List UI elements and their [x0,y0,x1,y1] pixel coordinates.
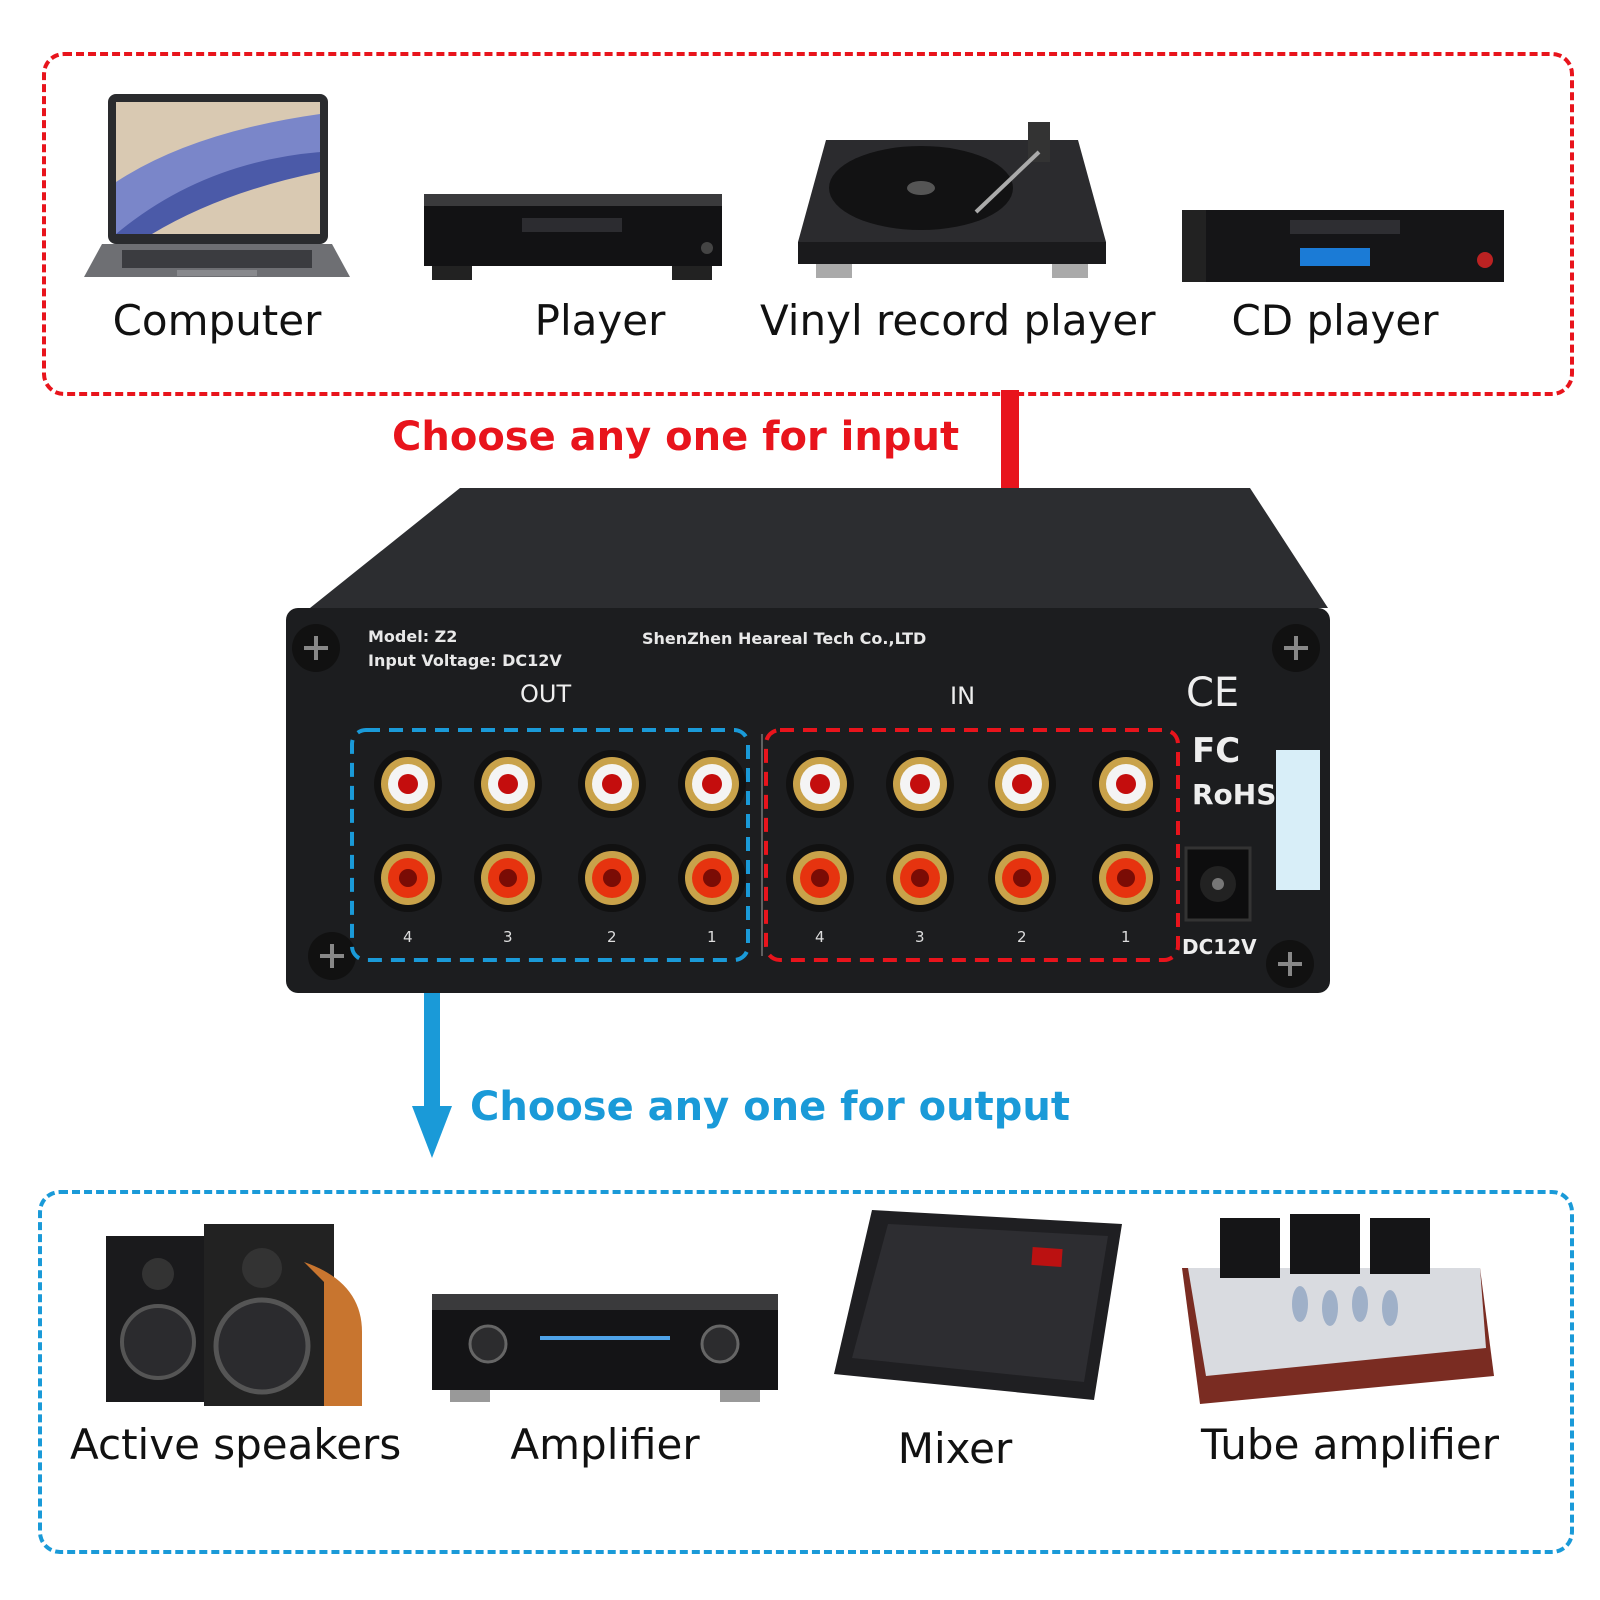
input-rca-red-1[interactable] [1092,844,1160,912]
output-port-number: 4 [403,928,413,946]
input-caption: Choose any one for input [392,414,960,460]
screw-icon [292,624,340,672]
maker-text: ShenZhen Heareal Tech Co.,LTD [642,629,926,648]
input-rca-white-3[interactable] [886,750,954,818]
device-label-mixer: Mixer [897,1424,1013,1473]
device-label-active-speakers: Active speakers [70,1420,402,1469]
out-label: OUT [520,680,571,708]
output-caption: Choose any one for output [470,1084,1070,1130]
output-port-number: 1 [707,928,717,946]
output-ports-frame [350,728,750,962]
input-rca-white-2[interactable] [988,750,1056,818]
device-label-player: Player [534,296,666,345]
input-port-number: 4 [815,928,825,946]
input-rca-red-4[interactable] [786,844,854,912]
screw-icon [308,932,356,980]
speakers-icon [106,1224,362,1406]
screw-icon [1272,624,1320,672]
cd-player-icon [1182,210,1504,282]
cert-sticker [1276,750,1320,890]
output-rca-red-4[interactable] [374,844,442,912]
ce-mark: CE [1186,670,1239,716]
output-rca-white-3[interactable] [474,750,542,818]
device-label-cd-player: CD player [1231,296,1439,345]
input-port-number: 2 [1017,928,1027,946]
output-rca-red-1[interactable] [678,844,746,912]
dc-label: DC12V [1182,935,1257,959]
turntable-icon [798,122,1106,278]
output-rca-white-2[interactable] [578,750,646,818]
output-port-number: 3 [503,928,513,946]
tube-amplifier-icon [1182,1214,1494,1404]
output-rca-white-4[interactable] [374,750,442,818]
output-arrow [412,960,452,1158]
audio-switcher-rear-panel: Model: Z2 Input Voltage: DC12V ShenZhen … [286,488,1330,993]
voltage-text: Input Voltage: DC12V [368,651,562,670]
input-rca-red-3[interactable] [886,844,954,912]
input-rca-red-2[interactable] [988,844,1056,912]
input-port-number: 1 [1121,928,1131,946]
input-devices-frame [42,52,1574,396]
model-text: Model: Z2 [368,627,457,646]
input-rca-white-1[interactable] [1092,750,1160,818]
output-devices-frame [38,1190,1574,1554]
screw-icon [1266,940,1314,988]
device-label-vinyl-record-player: Vinyl record player [760,296,1156,345]
fc-mark: FC [1192,731,1240,771]
device-label-amplifier: Amplifier [510,1420,700,1469]
laptop-icon [84,94,350,277]
media-player-icon [424,194,722,280]
rohs-mark: RoHS [1192,778,1276,811]
mixer-icon [834,1210,1122,1400]
amplifier-icon [432,1294,778,1402]
device-label-computer: Computer [112,296,322,345]
input-port-number: 3 [915,928,925,946]
device-label-tube-amplifier: Tube amplifier [1201,1420,1499,1469]
output-port-number: 2 [607,928,617,946]
in-label: IN [950,682,975,710]
output-rca-white-1[interactable] [678,750,746,818]
input-rca-white-4[interactable] [786,750,854,818]
output-rca-red-3[interactable] [474,844,542,912]
input-ports-frame [764,728,1180,962]
output-rca-red-2[interactable] [578,844,646,912]
